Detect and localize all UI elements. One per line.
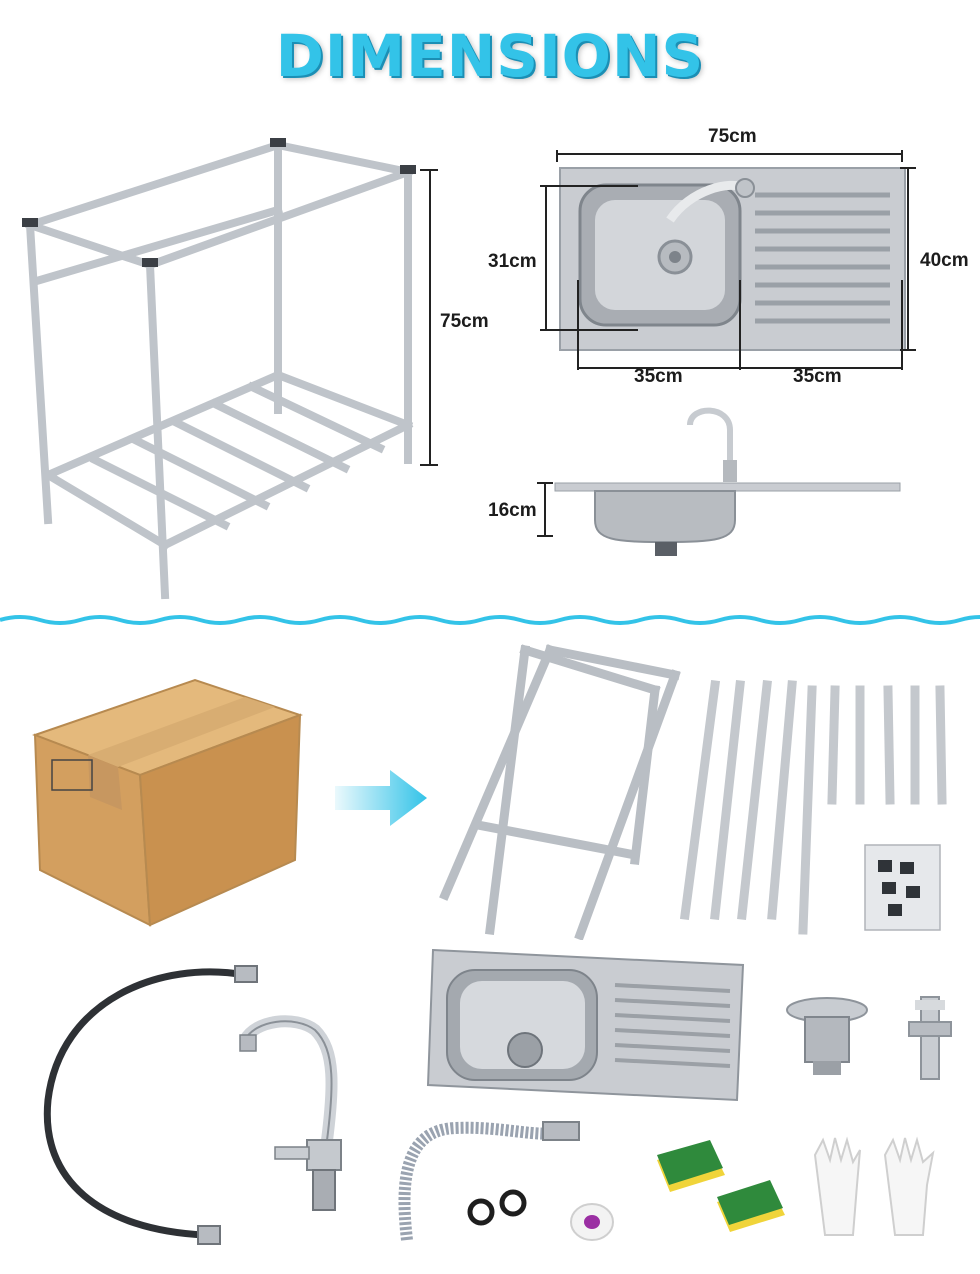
bowl-depth-label: 16cm bbox=[488, 500, 537, 521]
angle-valve-illustration bbox=[905, 992, 955, 1082]
work-gloves-illustration bbox=[805, 1135, 950, 1245]
sink-length-label: 75cm bbox=[708, 126, 757, 147]
sink-side-view-illustration bbox=[535, 400, 905, 570]
braided-hose-illustration bbox=[40, 960, 270, 1250]
sink-basin-illustration bbox=[425, 945, 750, 1105]
section-divider bbox=[0, 608, 980, 632]
rubber-rings-illustration bbox=[465, 1185, 535, 1230]
drain-hose-illustration bbox=[395, 1120, 585, 1250]
sink-width-label: 40cm bbox=[920, 250, 969, 271]
frame-height-label: 75cm bbox=[440, 311, 489, 332]
page-title: DIMENSIONS bbox=[275, 22, 705, 90]
frame-parts-illustration bbox=[430, 640, 970, 940]
drain-strainer-illustration bbox=[785, 995, 870, 1080]
sponges-illustration bbox=[655, 1140, 790, 1240]
drainboard-length-label: 35cm bbox=[793, 366, 842, 387]
right-arrow-icon bbox=[335, 768, 430, 828]
sink-top-view-illustration bbox=[540, 150, 920, 370]
seal-tape-illustration bbox=[567, 1200, 617, 1245]
bowl-length-label: 35cm bbox=[634, 366, 683, 387]
faucet-illustration bbox=[235, 1015, 355, 1215]
frame-stand-illustration bbox=[10, 130, 440, 610]
bowl-width-label: 31cm bbox=[488, 251, 537, 272]
package-box-illustration bbox=[30, 675, 310, 930]
